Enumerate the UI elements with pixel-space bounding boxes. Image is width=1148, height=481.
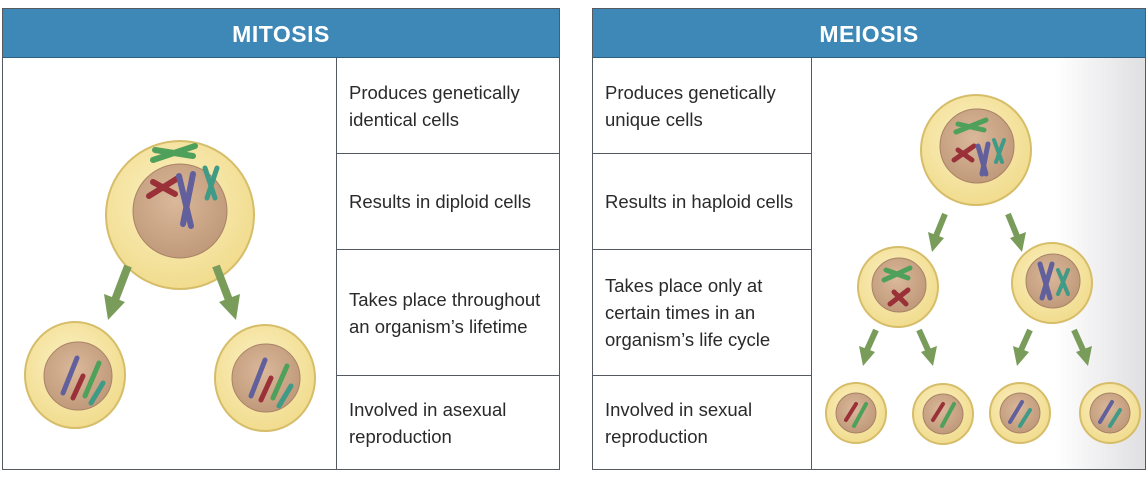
mitosis-facts: Produces genetically identical cells Res… (336, 58, 559, 469)
meiosis-arrow-2b-right (1071, 328, 1092, 366)
meiosis-diagram (811, 58, 1145, 469)
mitosis-panel: MITOSIS (2, 8, 560, 470)
mitosis-diagram (3, 58, 336, 469)
meiosis-arrow-2a-right (916, 328, 937, 366)
meiosis-fact-1: Produces genetically unique cells (593, 58, 811, 154)
mitosis-fact-1: Produces genetically identical cells (337, 58, 559, 154)
meiosis-parent-cell (920, 94, 1032, 206)
meiosis-arrow-2b-left (1013, 328, 1033, 366)
mitosis-arrow-left (104, 264, 132, 320)
meiosis-cell-2a (857, 246, 939, 328)
meiosis-cell-3c (989, 382, 1051, 444)
meiosis-arrow-1-right (1005, 212, 1026, 252)
meiosis-fact-2: Results in haploid cells (593, 154, 811, 250)
meiosis-illustration (825, 94, 1141, 445)
meiosis-cell-3d (1079, 382, 1141, 444)
parent-cell (105, 140, 255, 290)
daughter-cell-right (214, 324, 316, 432)
meiosis-facts: Produces genetically unique cells Result… (593, 58, 811, 469)
mitosis-arrow-right (212, 264, 240, 320)
meiosis-panel: MEIOSIS Produces genetically unique cell… (592, 8, 1146, 470)
mitosis-fact-2: Results in diploid cells (337, 154, 559, 250)
meiosis-title: MEIOSIS (593, 9, 1145, 58)
mitosis-illustration (24, 140, 316, 432)
meiosis-arrow-1-left (928, 212, 948, 252)
meiosis-fact-3: Takes place only at certain times in an … (593, 250, 811, 376)
meiosis-fact-4: Involved in sexual reproduction (605, 399, 753, 447)
meiosis-arrow-2a-left (859, 328, 879, 366)
daughter-cell-left (24, 321, 126, 429)
mitosis-fact-4: Involved in asexual reproduction (349, 399, 507, 447)
mitosis-fact-3: Takes place throughout an organism’s lif… (337, 250, 559, 376)
meiosis-cell-3b (912, 383, 974, 445)
meiosis-cell-2b (1011, 242, 1093, 324)
mitosis-title: MITOSIS (3, 9, 559, 58)
meiosis-cell-3a (825, 382, 887, 444)
